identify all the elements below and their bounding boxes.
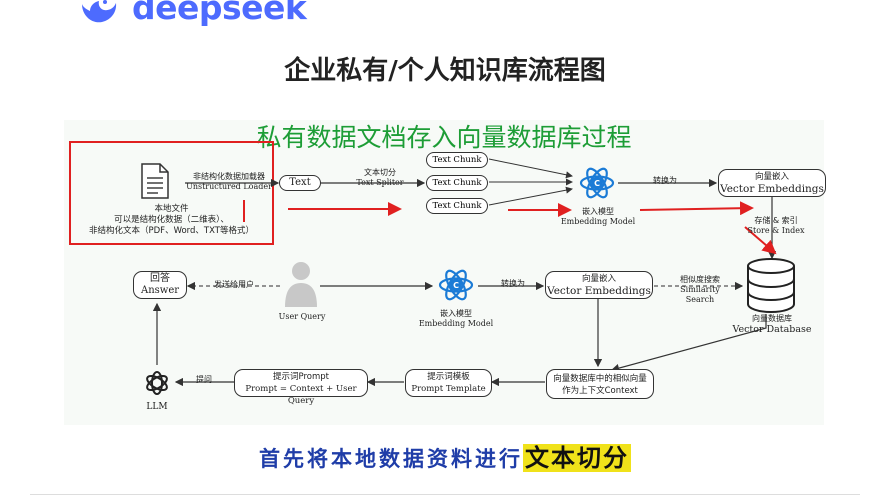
splitter-en: Text Spliter [356, 178, 404, 187]
vector-db-en: Vector Database [732, 324, 812, 335]
context-box: 向量数据库中的相似向量 作为上下文Context [546, 369, 654, 399]
similarity-en: Similarity Search [680, 285, 720, 304]
context-line2: 作为上下文Context [562, 386, 638, 396]
prompt-box: 提示词Prompt Prompt = Context + User Query [234, 369, 368, 406]
prompt-template-box: 提示词模板 Prompt Template [405, 369, 492, 397]
main-title: 企业私有/个人知识库流程图 [284, 56, 606, 86]
svg-text:C: C [594, 179, 600, 188]
caption: 首先将本地数据资料进行文本切分 [0, 438, 890, 473]
vector-db-cn: 向量数据库 [752, 314, 792, 323]
local-file-line1: 可以是结构化数据（二维表）、 [114, 215, 229, 225]
caption-text: 首先将本地数据资料进行 [259, 447, 523, 471]
vector-emb-top-cn: 向量嵌入 [754, 172, 789, 182]
vector-db-label: 向量数据库 Vector Database [730, 314, 814, 336]
text-chunk-3: Text Chunk [426, 198, 488, 214]
document-icon [141, 163, 169, 199]
deepseek-logo: deepseek [78, 0, 307, 28]
vector-emb-top-en: Vector Embeddings [720, 183, 824, 195]
arrow-chunk1 [488, 158, 573, 179]
vector-embeddings-mid: 向量嵌入 Vector Embeddings [545, 271, 653, 299]
prompt-template-cn: 提示词模板 [427, 372, 470, 382]
embedding-model-icon: C [579, 167, 615, 199]
highlight-frame [69, 141, 274, 245]
arrow-chunk3 [488, 186, 573, 206]
embedding-model-mid-cn: 嵌入模型 [440, 309, 472, 318]
vector-emb-mid-cn: 向量嵌入 [581, 274, 616, 284]
logo-text: deepseek [132, 0, 307, 27]
llm-label: LLM [146, 402, 168, 412]
openai-icon [146, 371, 168, 395]
red-arrow-4 [744, 226, 777, 255]
loader-cn: 非结构化数据加载器 [193, 172, 265, 181]
loader-en: Unstructured Loader [186, 182, 272, 191]
ask-label: 提问 [196, 375, 212, 384]
store-index-en: Store & Index [747, 226, 805, 235]
arrow-db-to-context [610, 314, 767, 373]
convert-label-top: 转换为 [653, 176, 677, 185]
splitter-cn: 文本切分 [364, 168, 396, 177]
text-box: Text [279, 175, 321, 191]
send-user-label: 发送给用户 [214, 280, 254, 289]
red-arrow-3 [639, 201, 754, 216]
caption-highlight: 文本切分 [523, 444, 631, 472]
user-query-label: User Query [278, 312, 326, 321]
similarity-label: 相似度搜索 Similarity Search [665, 275, 735, 305]
local-file-text: 本地文件 可以是结构化数据（二维表）、 非结构化文本（PDF、Word、TXT等… [70, 204, 273, 237]
diagram-title: 私有数据文档存入向量数据库过程 [256, 123, 632, 152]
whale-icon [82, 0, 117, 23]
embedding-model-cn: 嵌入模型 [582, 207, 614, 216]
local-file-title: 本地文件 [154, 204, 189, 214]
database-icon [747, 258, 795, 313]
prompt-template-en: Prompt Template [411, 384, 486, 394]
embedding-model-icon-mid: C [438, 269, 474, 301]
prompt-cn: 提示词Prompt [273, 372, 329, 382]
answer-en: Answer [140, 285, 180, 296]
vector-emb-mid-en: Vector Embeddings [547, 285, 651, 297]
loader-label: 非结构化数据加载器 Unstructured Loader [184, 172, 274, 192]
local-file-line2: 非结构化文本（PDF、Word、TXT等格式） [89, 226, 254, 236]
text-chunk-2: Text Chunk [426, 175, 488, 191]
store-index-cn: 存储 & 索引 [754, 216, 798, 225]
store-index-label: 存储 & 索引 Store & Index [744, 216, 808, 236]
text-chunk-1: Text Chunk [426, 152, 488, 168]
divider [30, 494, 860, 495]
embedding-model-mid-en: Embedding Model [418, 319, 494, 328]
splitter-label: 文本切分 Text Spliter [345, 168, 415, 188]
embedding-model-label-mid: 嵌入模型 Embedding Model [414, 309, 498, 329]
svg-text:C: C [453, 281, 459, 290]
similarity-cn: 相似度搜索 [680, 275, 720, 284]
answer-box: 回答 Answer [133, 271, 187, 299]
answer-cn: 回答 [150, 273, 170, 284]
embedding-model-en: Embedding Model [560, 217, 636, 226]
user-icon [285, 262, 317, 307]
embedding-model-label-top: 嵌入模型 Embedding Model [556, 207, 640, 227]
convert-label-mid: 转换为 [501, 279, 525, 288]
prompt-en: Prompt = Context + User Query [245, 384, 357, 406]
context-line1: 向量数据库中的相似向量 [553, 374, 647, 384]
vector-embeddings-top: 向量嵌入 Vector Embeddings [718, 169, 826, 197]
